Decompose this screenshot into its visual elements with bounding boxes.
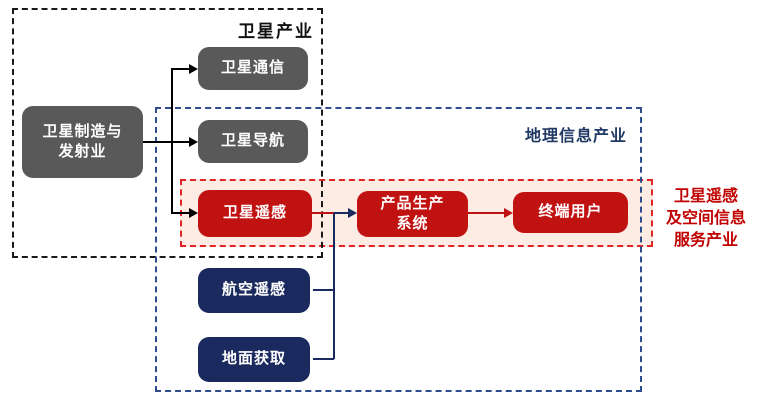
connector-collector-vertical	[333, 213, 335, 359]
connector-rs-out	[312, 212, 334, 214]
node-ground-acquisition: 地面获取	[198, 337, 310, 382]
connector-to-production	[334, 212, 349, 214]
connector-to-navigation	[172, 141, 189, 143]
arrowhead-to-communication	[189, 64, 198, 74]
arrowhead-to-production	[348, 208, 357, 218]
arrowhead-to-end-user	[504, 208, 513, 218]
satellite-industry-label: 卫星产业	[238, 22, 314, 41]
geo-info-industry-label: 地理信息产业	[525, 128, 628, 145]
node-satellite-manufacturing-launch: 卫星制造与 发射业	[22, 106, 143, 178]
node-end-user: 终端用户	[513, 192, 628, 233]
node-satellite-remote-sensing: 卫星遥感	[198, 190, 312, 237]
arrowhead-to-navigation	[189, 137, 198, 147]
connector-ground-out	[313, 358, 334, 360]
connector-to-remote-sensing	[172, 212, 189, 214]
connector-mfg-out	[143, 141, 172, 143]
arrowhead-to-remote-sensing	[189, 208, 198, 218]
geo-info-industry-container	[155, 107, 642, 392]
node-aerial-remote-sensing: 航空遥感	[198, 268, 310, 313]
satellite-industry-container	[12, 8, 323, 258]
remote-sensing-service-label: 卫星遥感 及空间信息 服务产业	[665, 188, 746, 249]
connector-production-out	[468, 212, 505, 214]
connector-to-communication	[172, 68, 189, 70]
node-satellite-communication: 卫星通信	[198, 47, 308, 90]
connector-aerial-out	[313, 289, 334, 291]
node-production-system: 产品生产 系统	[357, 191, 468, 237]
node-satellite-navigation: 卫星导航	[198, 120, 308, 163]
